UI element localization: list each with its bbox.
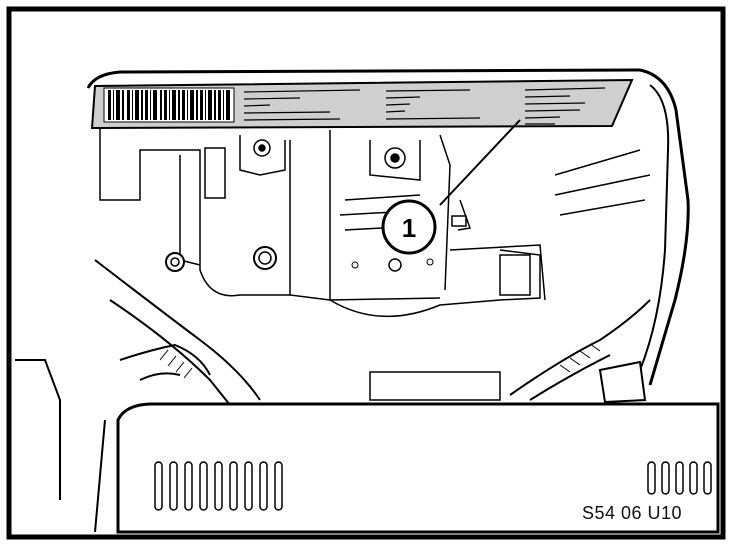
callout-1: 1 xyxy=(381,119,521,255)
vent-slots-right xyxy=(647,461,712,495)
console-housing-inner-edge xyxy=(639,84,670,371)
vent-slots-left xyxy=(154,461,283,511)
lower-housing xyxy=(15,259,651,500)
figure-reference-code: S54 06 U10 xyxy=(582,503,683,523)
hatching xyxy=(159,343,601,379)
callout-number: 1 xyxy=(402,213,416,243)
identification-label xyxy=(90,78,634,130)
callout-circle xyxy=(381,199,437,255)
screw-heads xyxy=(165,246,434,272)
callout-leader-line xyxy=(439,119,521,206)
barcode xyxy=(103,87,235,123)
label-print-lines xyxy=(243,87,606,125)
front-cover-left-edge xyxy=(94,419,106,533)
front-cover-panel xyxy=(116,402,720,534)
latch-tab xyxy=(451,215,467,227)
mounting-bracket xyxy=(99,128,651,318)
console-housing-outline xyxy=(86,68,690,386)
